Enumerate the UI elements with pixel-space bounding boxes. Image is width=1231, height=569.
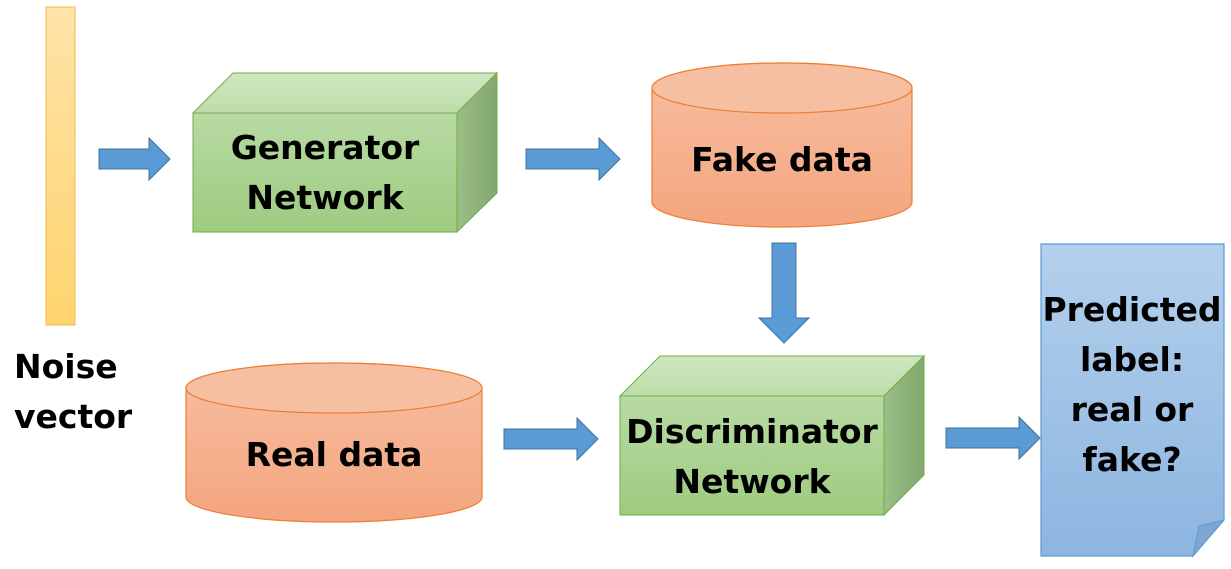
arrow-noise-to-generator: [98, 136, 171, 182]
output-document: [1040, 243, 1226, 558]
real-data-cylinder: [185, 362, 483, 523]
discriminator-label-line1: Discriminator: [626, 412, 878, 451]
noise-vector-label-line1: Noise: [14, 347, 118, 386]
fake-data-cylinder: [651, 62, 913, 228]
fake-data-label: Fake data: [691, 140, 873, 179]
generator-label-line1: Generator: [231, 128, 420, 167]
real-data-label: Real data: [246, 435, 423, 474]
noise-vector-label-line2: vector: [14, 397, 133, 436]
discriminator-network-box: [618, 354, 926, 517]
generator-label-line2: Network: [246, 178, 404, 217]
output-label-line4: fake?: [1082, 440, 1181, 479]
arrow-fake-data-to-discriminator: [757, 242, 811, 344]
output-label-line3: real or: [1071, 390, 1194, 429]
output-label-line1: Predicted: [1042, 290, 1221, 329]
arrow-discriminator-to-output: [945, 415, 1041, 461]
discriminator-label-line2: Network: [673, 462, 831, 501]
arrow-real-data-to-discriminator: [503, 416, 599, 462]
output-label-line2: label:: [1080, 340, 1184, 379]
generator-network-box: [191, 71, 499, 234]
noise-vector: [45, 6, 76, 326]
arrow-generator-to-fake-data: [525, 136, 621, 182]
